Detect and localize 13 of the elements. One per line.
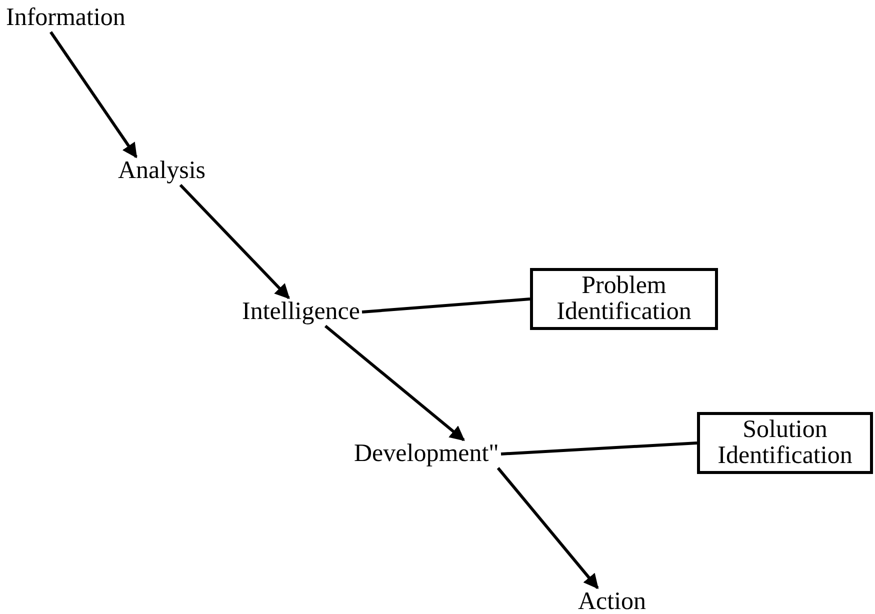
connector-line bbox=[362, 298, 530, 314]
arrow bbox=[50, 31, 138, 158]
arrow bbox=[496, 467, 599, 590]
arrow bbox=[179, 184, 290, 300]
term-text: Intelligence bbox=[240, 298, 362, 326]
arrow bbox=[324, 324, 465, 442]
term-text: Action bbox=[576, 588, 648, 614]
connector-line bbox=[500, 442, 698, 456]
term-text: Analysis bbox=[116, 157, 208, 185]
term-text: Development" bbox=[352, 440, 501, 468]
term-text: Information bbox=[4, 4, 128, 32]
process-box: Solution Identification bbox=[697, 412, 873, 474]
process-box: Problem Identification bbox=[530, 268, 718, 330]
